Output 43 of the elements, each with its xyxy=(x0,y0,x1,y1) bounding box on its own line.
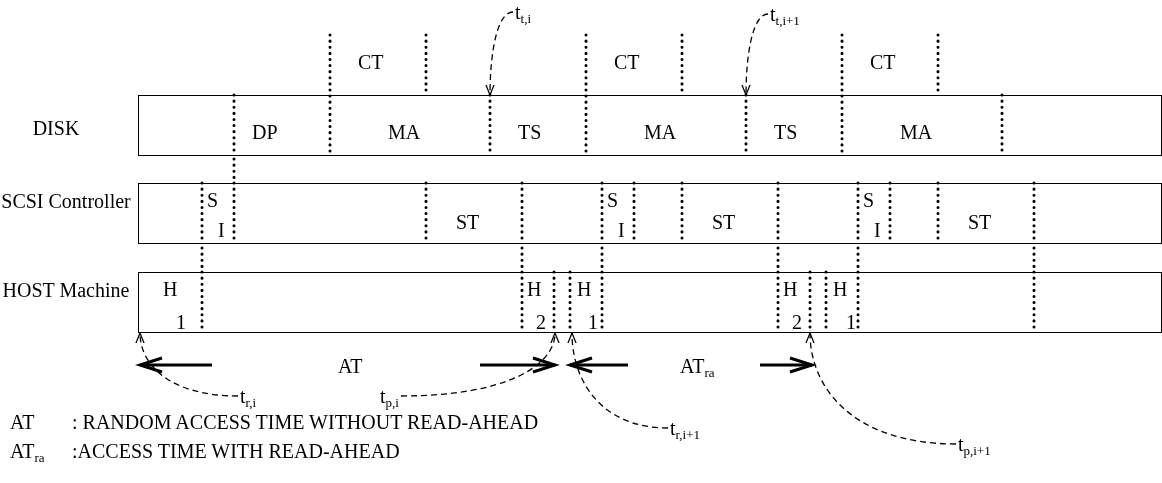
segment-label: H xyxy=(527,279,542,299)
interval-label: AT$_{ra}$ xyxy=(680,356,715,376)
segment-label: I xyxy=(218,220,225,240)
row-label: SCSI Controller xyxy=(1,189,131,214)
segment-label: S xyxy=(207,190,219,210)
interval-label: AT xyxy=(338,356,363,376)
segment-label: MA xyxy=(900,122,933,142)
segment-label: DP xyxy=(252,122,278,142)
legend-text: AT$_{ra}$ xyxy=(10,441,45,461)
segment-label: CT xyxy=(358,52,384,72)
segment-label: I xyxy=(618,220,625,240)
leader-arrow xyxy=(567,332,669,429)
segment-label: H xyxy=(163,279,178,299)
segment-label: 2 xyxy=(792,312,802,332)
leader-arrow xyxy=(805,332,957,445)
segment-label: 1 xyxy=(846,312,856,332)
leader-arrow xyxy=(485,11,514,96)
leader-arrow xyxy=(400,332,559,397)
row-label: HOST Machine xyxy=(1,278,131,303)
segment-label: MA xyxy=(644,122,677,142)
legend-text: : RANDOM ACCESS TIME WITHOUT READ-AHEAD xyxy=(72,412,539,432)
legend-text: :ACCESS TIME WITH READ-AHEAD xyxy=(72,441,400,461)
segment-label: MA xyxy=(388,122,421,142)
segment-label: TS xyxy=(518,122,542,142)
leader-arrow xyxy=(136,332,239,397)
segment-label: I xyxy=(874,220,881,240)
segment-label: ST xyxy=(712,212,736,232)
segment-label: TS xyxy=(774,122,798,142)
leader-arrow xyxy=(741,13,769,96)
segment-label: ST xyxy=(968,212,992,232)
segment-label: CT xyxy=(614,52,640,72)
segment-label: 1 xyxy=(176,312,186,332)
segment-label: S xyxy=(607,190,619,210)
legend-text: AT xyxy=(10,412,35,432)
segment-label: CT xyxy=(870,52,896,72)
segment-label: S xyxy=(863,190,875,210)
row-label: DISK xyxy=(31,116,81,141)
segment-label: ST xyxy=(456,212,480,232)
segment-label: 1 xyxy=(588,312,598,332)
segment-label: H xyxy=(783,279,798,299)
segment-label: H xyxy=(577,279,592,299)
segment-label: 2 xyxy=(536,312,546,332)
segment-label: H xyxy=(833,279,848,299)
